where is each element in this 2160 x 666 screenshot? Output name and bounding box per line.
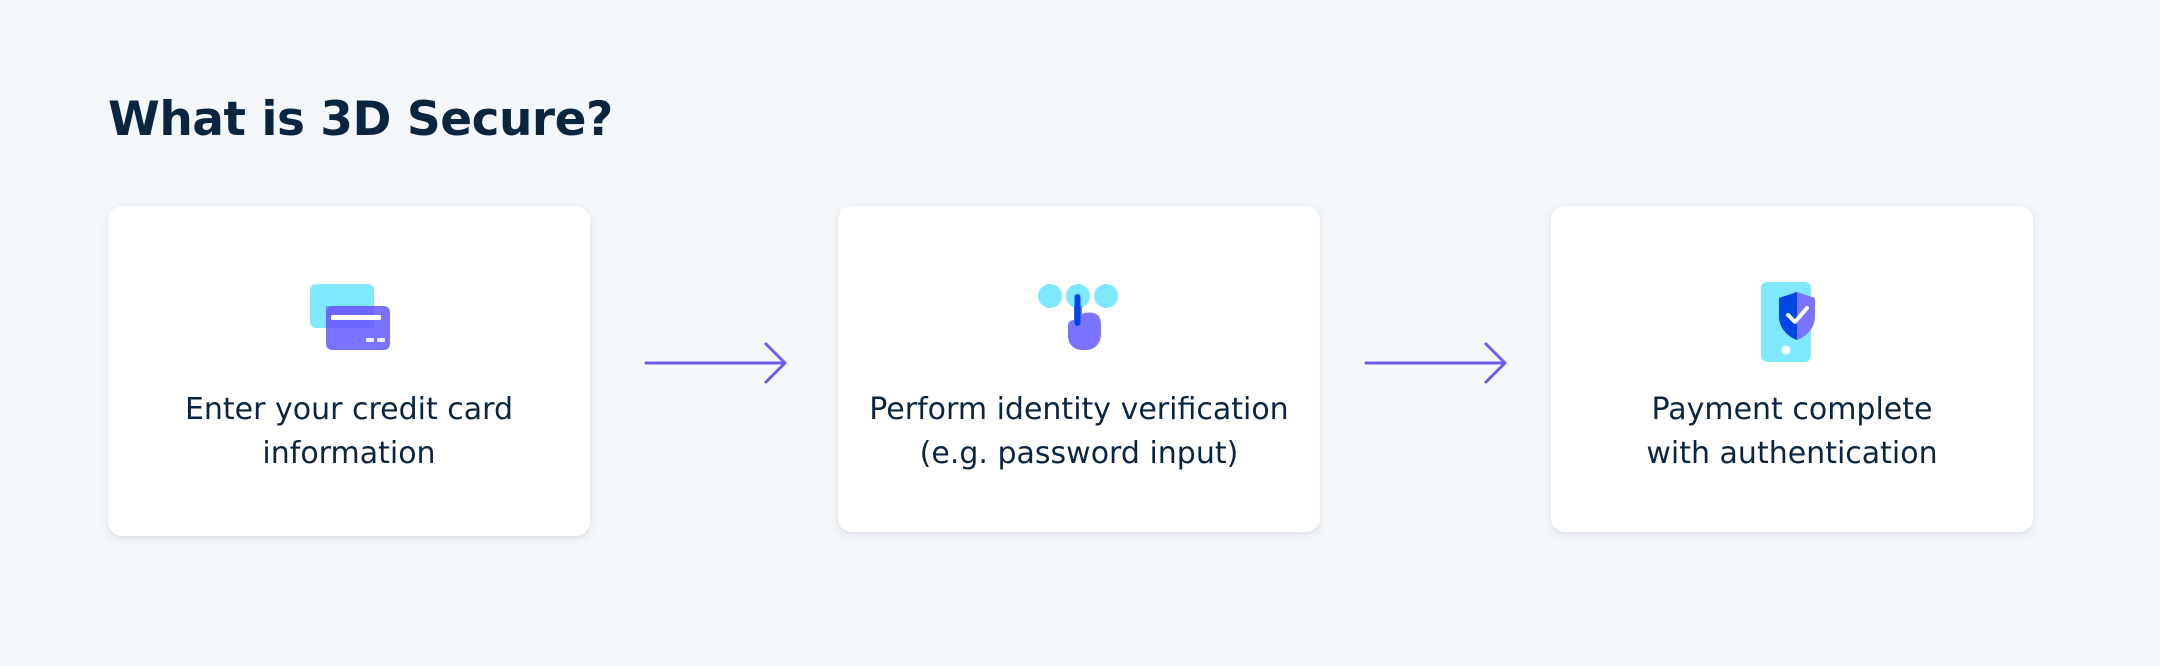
phone-shield-icon <box>1747 276 1837 366</box>
step-label: Perform identity verification (e.g. pass… <box>858 388 1300 476</box>
credit-card-icon <box>304 276 394 366</box>
step-card-payment-complete: Payment complete with authentication <box>1551 206 2033 532</box>
step-card-identity-verification: Perform identity verification (e.g. pass… <box>838 206 1320 532</box>
arrow-right-icon <box>1364 340 1510 386</box>
step-label-line2: with authentication <box>1646 436 1938 471</box>
step-label: Enter your credit card information <box>128 388 570 476</box>
step-label-line1: Payment complete <box>1651 392 1933 427</box>
step-label-line1: Perform identity verification <box>869 392 1289 427</box>
step-label-line2: information <box>262 436 436 471</box>
page-title: What is 3D Secure? <box>108 92 613 147</box>
step-label-line2: (e.g. password input) <box>919 436 1239 471</box>
step-label-line1: Enter your credit card <box>184 392 514 427</box>
step-card-credit-card: Enter your credit card information <box>108 206 590 536</box>
step-label: Payment complete with authentication <box>1571 388 2013 476</box>
arrow-right-icon <box>644 340 790 386</box>
touch-verification-icon <box>1034 276 1124 366</box>
